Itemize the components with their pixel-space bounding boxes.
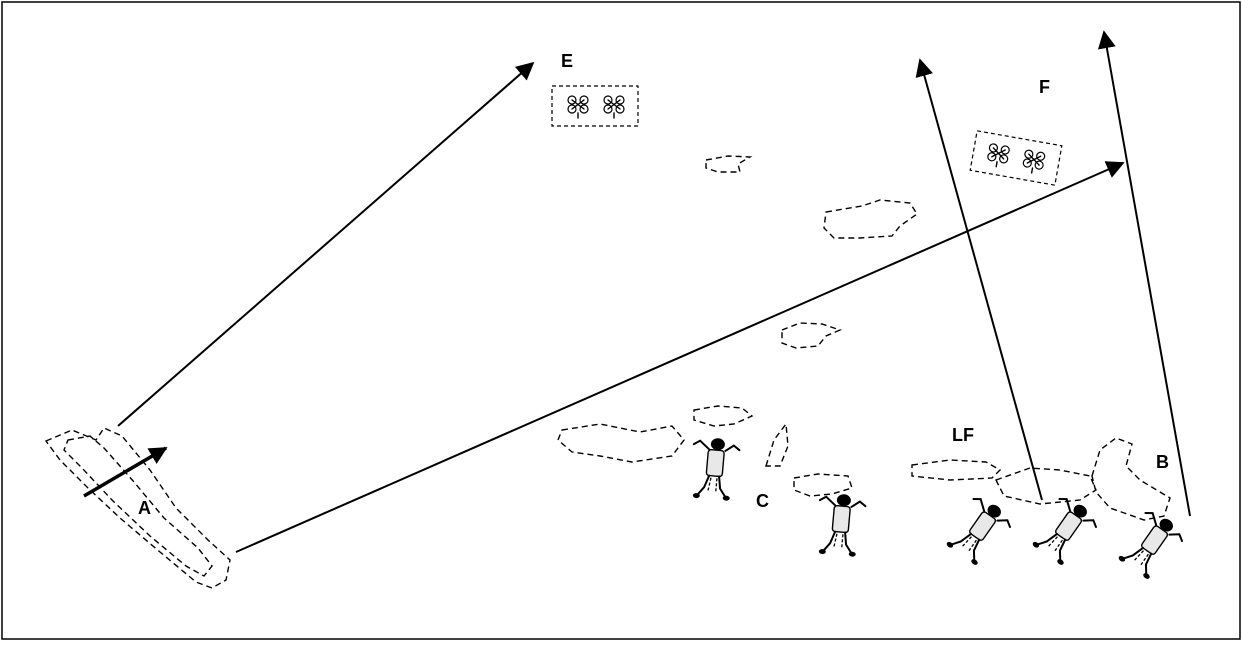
arrow-a-short bbox=[84, 448, 166, 496]
blob-7 bbox=[794, 474, 852, 496]
blob-5 bbox=[694, 406, 752, 426]
blob-10 bbox=[1092, 438, 1170, 520]
arrow-lf-up bbox=[920, 60, 1042, 500]
blob-8 bbox=[912, 460, 1000, 480]
blob-2 bbox=[824, 200, 917, 238]
blob-4 bbox=[558, 424, 684, 462]
skydiver-1 bbox=[689, 436, 740, 501]
drone-group-f bbox=[970, 131, 1062, 185]
label-b: B bbox=[1156, 452, 1169, 472]
label-lf: LF bbox=[952, 425, 974, 445]
blob-1 bbox=[706, 156, 750, 172]
blob-3 bbox=[782, 323, 840, 348]
arrow-a-to-f bbox=[236, 163, 1123, 552]
skydiver-3 bbox=[943, 492, 1016, 569]
label-a: A bbox=[138, 498, 151, 518]
blob-9 bbox=[996, 468, 1096, 504]
label-c: C bbox=[756, 491, 769, 511]
blob-6 bbox=[766, 424, 788, 466]
label-f: F bbox=[1039, 77, 1050, 97]
skydiver-2 bbox=[815, 492, 866, 557]
label-e: E bbox=[561, 51, 573, 71]
arrow-b-up bbox=[1104, 32, 1190, 516]
arrow-a-to-e bbox=[118, 63, 533, 426]
drone-group-e bbox=[552, 86, 638, 126]
